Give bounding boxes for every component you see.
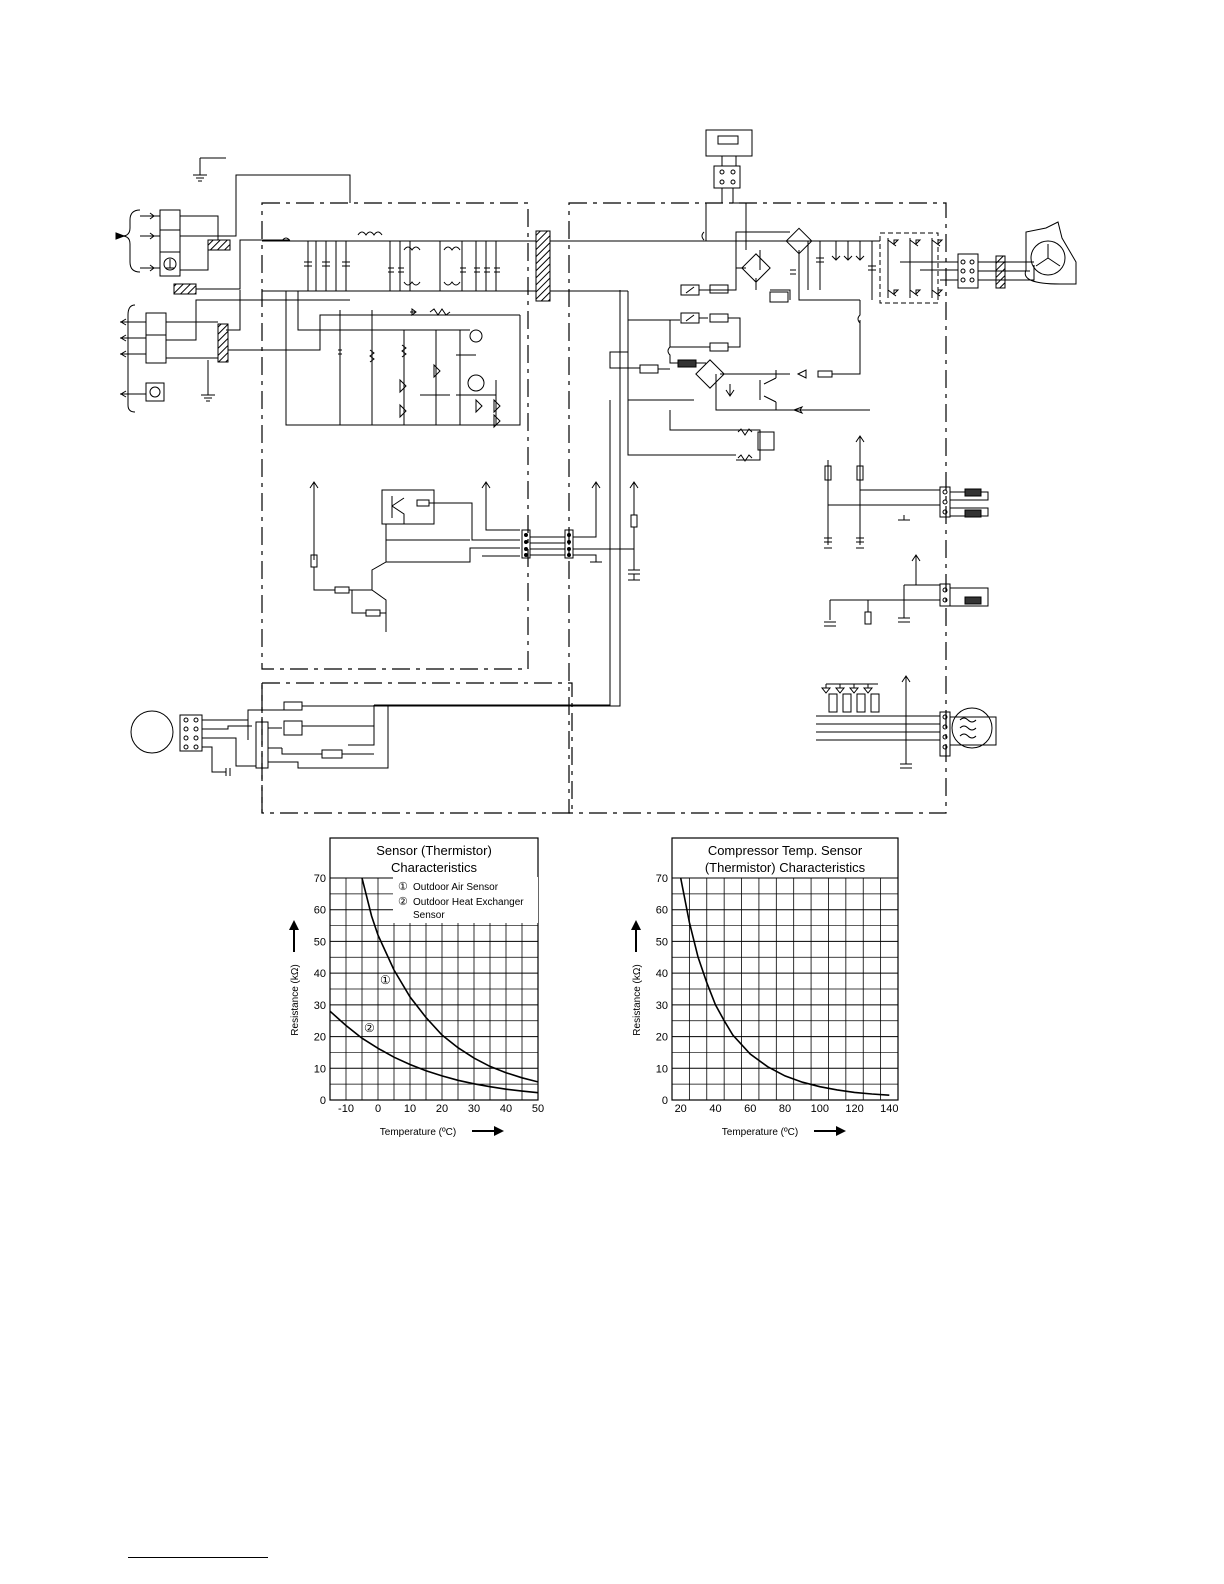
y-tick-label: 60 <box>656 905 668 917</box>
x-tick-label: 120 <box>845 1103 863 1115</box>
curve-marker-1: ① <box>380 973 391 987</box>
y-axis-label: Resistance (kΩ) <box>290 964 301 1035</box>
chart-title-line2: (Thermistor) Characteristics <box>705 860 866 875</box>
x-tick-label: 20 <box>436 1103 448 1115</box>
filter-caps <box>304 231 500 291</box>
ipm-module <box>887 238 958 298</box>
curve-marker-2: ② <box>364 1021 375 1035</box>
y-axis-arrow-icon <box>631 920 641 952</box>
chart-series <box>679 878 890 1096</box>
x-tick-label: 60 <box>744 1103 756 1115</box>
series-line-1 <box>679 878 890 1096</box>
x-tick-label: 0 <box>375 1103 381 1115</box>
x-tick-label: 140 <box>880 1103 898 1115</box>
x-tick-label: 80 <box>779 1103 791 1115</box>
thermistor-chart: Sensor (Thermistor) Characteristics -10 0… <box>280 830 570 1150</box>
series-line-1 <box>361 878 538 1083</box>
signal-terminal-block <box>120 304 167 413</box>
chart-ticks: 20 40 60 80 100 120 140 0 10 20 30 40 50 60 70 <box>656 873 899 1115</box>
y-tick-label: 20 <box>656 1032 668 1044</box>
y-tick-label: 0 <box>662 1095 668 1107</box>
chart-series <box>330 878 538 1094</box>
power-supply-circuit <box>285 291 521 429</box>
y-tick-label: 30 <box>314 1000 326 1012</box>
x-tick-label: 100 <box>811 1103 829 1115</box>
y-tick-label: 50 <box>314 936 326 948</box>
y-axis-label: Resistance (kΩ) <box>632 964 643 1035</box>
legend-label-2: Outdoor Heat Exchanger <box>413 897 524 908</box>
thermistor-chart-svg: Sensor (Thermistor) Characteristics -10 0… <box>289 837 544 1138</box>
x-axis-label: Temperature (ºC) <box>380 1127 456 1138</box>
y-tick-label: 40 <box>314 968 326 980</box>
chart-title-line1: Compressor Temp. Sensor <box>708 843 863 858</box>
board-outlines <box>261 202 947 814</box>
x-tick-label: 40 <box>709 1103 721 1115</box>
expansion-valve-circuit <box>816 675 997 769</box>
ground-icon <box>193 157 226 182</box>
legend-label-2b: Sensor <box>413 910 445 921</box>
compressor-thermistor-chart-svg: Compressor Temp. Sensor (Thermistor) Cha… <box>631 837 899 1138</box>
compressor-thermistor-chart: Compressor Temp. Sensor (Thermistor) Cha… <box>622 830 912 1150</box>
hatched-connector <box>173 283 197 295</box>
y-tick-label: 0 <box>320 1095 326 1107</box>
y-tick-label: 10 <box>314 1063 326 1075</box>
x-tick-label: 10 <box>404 1103 416 1115</box>
y-axis-arrow-icon <box>289 920 299 952</box>
chart-title-line1: Sensor (Thermistor) <box>376 843 492 858</box>
y-tick-label: 70 <box>314 873 326 885</box>
x-tick-label: 40 <box>500 1103 512 1115</box>
compressor-motor-icon <box>957 221 1077 289</box>
y-tick-label: 40 <box>656 968 668 980</box>
control-circuit <box>309 481 520 632</box>
hatched-connector <box>217 323 229 363</box>
x-tick-label: 20 <box>675 1103 687 1115</box>
footer-rule <box>128 1557 268 1558</box>
y-tick-label: 20 <box>314 1032 326 1044</box>
legend-marker-1: ① <box>398 881 408 893</box>
x-axis-arrow-icon <box>814 1126 846 1136</box>
ipm-module-outline <box>879 232 939 304</box>
x-axis-label: Temperature (ºC) <box>722 1127 798 1138</box>
y-tick-label: 60 <box>314 905 326 917</box>
inverter-circuit <box>609 129 870 462</box>
y-tick-label: 30 <box>656 1000 668 1012</box>
wiring-schematic <box>115 129 1077 814</box>
x-tick-label: 50 <box>532 1103 544 1115</box>
sensor-connectors <box>824 435 989 627</box>
chart-frame <box>671 837 899 1101</box>
x-tick-label: -10 <box>338 1103 354 1115</box>
fan-motor-icon <box>130 290 621 776</box>
hatched-connector <box>207 239 231 251</box>
chart-ticks: -10 0 10 20 30 40 50 0 10 20 30 40 50 60 70 <box>314 873 544 1115</box>
rectifier-circuit <box>736 227 880 373</box>
legend-marker-2: ② <box>398 896 408 908</box>
y-tick-label: 70 <box>656 873 668 885</box>
legend-label-1: Outdoor Air Sensor <box>413 882 499 893</box>
y-tick-label: 10 <box>656 1063 668 1075</box>
ground-icon <box>201 360 215 402</box>
legend-box <box>393 877 538 923</box>
y-tick-label: 50 <box>656 936 668 948</box>
x-axis-arrow-icon <box>472 1126 504 1136</box>
series-line-2 <box>330 1010 538 1094</box>
chart-title-line2: Characteristics <box>391 860 477 875</box>
x-tick-label: 30 <box>468 1103 480 1115</box>
board-connectors <box>521 481 640 581</box>
power-terminal-block <box>115 209 181 277</box>
chart-grid <box>671 877 899 1101</box>
